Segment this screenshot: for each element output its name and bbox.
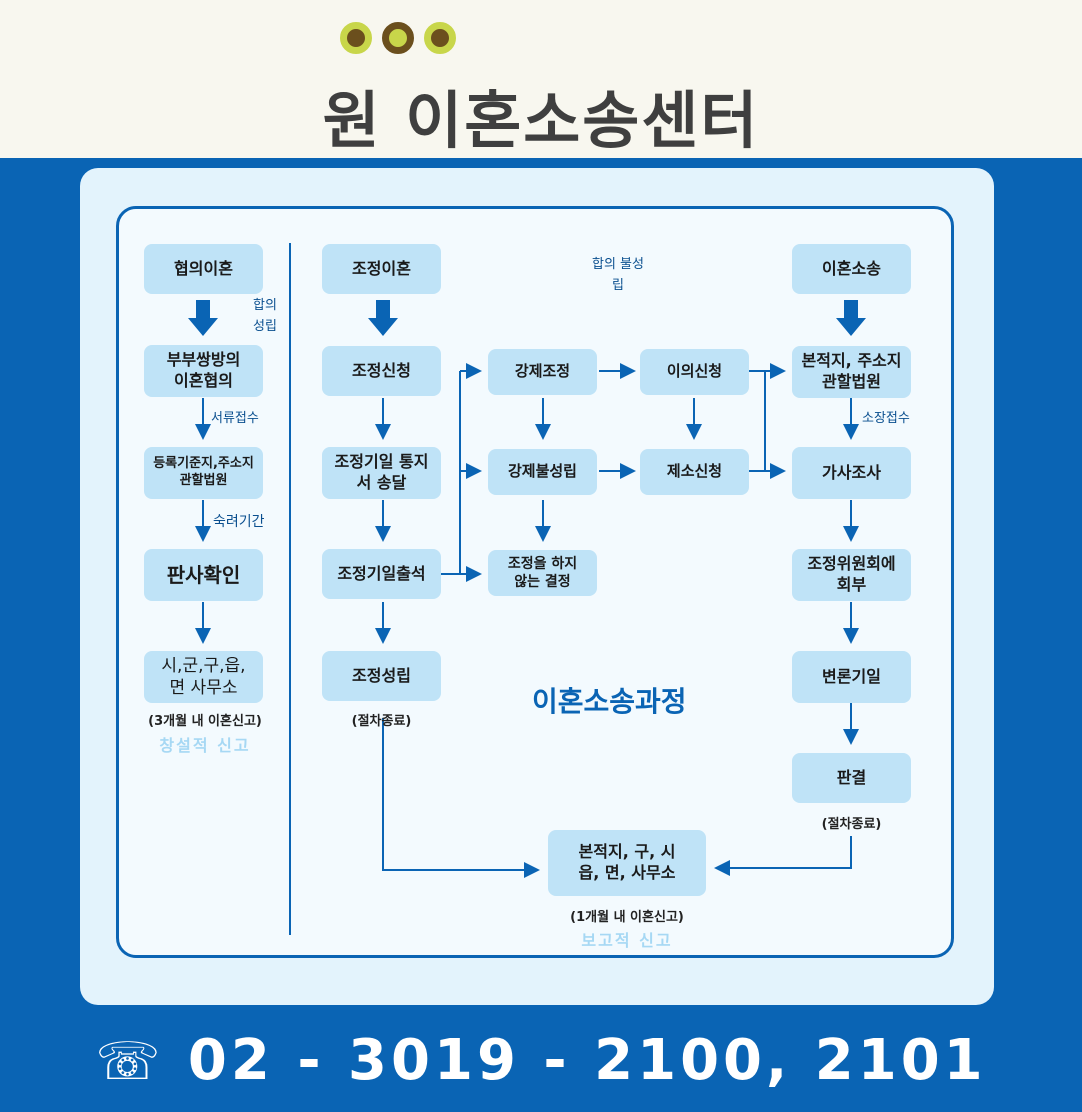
node-mediation-attendance: 조정기일출석 — [322, 549, 441, 599]
node-hearing-date: 변론기일 — [792, 651, 911, 703]
header: 원 이혼소송센터 — [0, 0, 1082, 158]
note-creative-report: 창설적 신고 — [159, 736, 251, 755]
node-mutual-agreement: 부부쌍방의 이혼협의 — [144, 345, 263, 397]
telephone-icon: ☏ — [95, 1032, 165, 1092]
big-arrow-left — [188, 300, 218, 336]
node-mediation-application: 조정신청 — [322, 346, 441, 396]
note-report-notice: 보고적 신고 — [581, 931, 673, 950]
node-refer-to-committee: 조정위원회에 회부 — [792, 549, 911, 601]
label-document-submission: 서류접수 — [211, 411, 259, 426]
big-arrow-lit — [836, 300, 866, 336]
node-family-investigation: 가사조사 — [792, 447, 911, 499]
phone-number-line: ☏ 02 - 3019 - 2100, 2101 — [0, 1028, 1082, 1093]
header-dots — [340, 22, 456, 54]
node-forced-mediation-failed: 강제불성립 — [488, 449, 597, 495]
label-cooling-period: 숙려기간 — [213, 514, 265, 530]
connector-lit-bottom — [714, 836, 852, 876]
diagram-title: 이혼소송과정 — [532, 685, 687, 718]
node-jurisdiction-court: 본적지, 주소지 관할법원 — [792, 346, 911, 398]
node-divorce-litigation: 이혼소송 — [792, 244, 911, 294]
node-lawsuit-filing: 제소신청 — [640, 449, 749, 495]
label-agreement-reached: 합의 성립 — [253, 298, 277, 334]
dot-1 — [340, 22, 372, 54]
node-objection: 이의신청 — [640, 349, 749, 395]
node-no-mediation-decision: 조정을 하지 않는 결정 — [488, 550, 597, 596]
node-final-report-office: 본적지, 구, 시 읍, 면, 사무소 — [548, 830, 706, 896]
dot-3 — [424, 22, 456, 54]
big-arrow-med — [368, 300, 398, 336]
node-local-office: 시,군,구,읍, 면 사무소 — [144, 651, 263, 703]
node-mediation-notice: 조정기일 통지서 송달 — [322, 447, 441, 499]
node-mediation-success: 조정성립 — [322, 651, 441, 701]
label-complaint-submission: 소장접수 — [862, 411, 910, 426]
node-judgment: 판결 — [792, 753, 911, 803]
node-judge-confirmation: 판사확인 — [144, 549, 263, 601]
note-1month-report: (1개월 내 이혼신고) — [570, 910, 684, 925]
connector-med-bottom — [382, 718, 540, 878]
phone-number[interactable]: 02 - 3019 - 2100, 2101 — [187, 1028, 987, 1093]
node-forced-mediation: 강제조정 — [488, 349, 597, 395]
node-mediation-divorce: 조정이혼 — [322, 244, 441, 294]
note-3month-report: (3개월 내 이혼신고) — [148, 714, 262, 729]
dot-2 — [382, 22, 414, 54]
note-procedure-end-med: (절차종료) — [351, 714, 412, 729]
note-procedure-end-lit: (절차종료) — [821, 817, 882, 832]
node-registry-court: 등록기준지,주소지 관할법원 — [144, 447, 263, 499]
node-consensual-divorce: 협의이혼 — [144, 244, 263, 294]
label-agreement-failed: 합의 불성립 — [592, 257, 644, 293]
page-title: 원 이혼소송센터 — [322, 84, 760, 157]
